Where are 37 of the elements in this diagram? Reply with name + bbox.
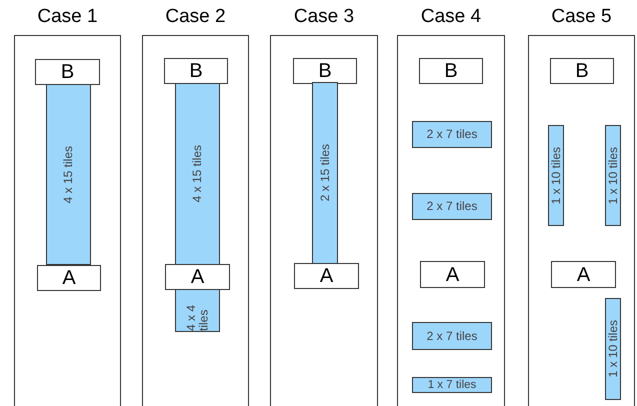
tile-label: 4 x 15 tiles — [62, 146, 75, 204]
tile-block — [175, 289, 220, 332]
endpoint-box: A — [420, 261, 485, 288]
tile-label: 4 x 4 tiles — [184, 303, 210, 330]
tile-label: 2 x 7 tiles — [426, 128, 478, 141]
panel-heading: Case 4 — [420, 6, 482, 28]
tile-block — [605, 125, 621, 226]
endpoint-box: B — [164, 58, 228, 84]
endpoint-box: B — [293, 58, 357, 84]
tile-label: 2 x 7 tiles — [426, 200, 478, 213]
panel-heading: Case 5 — [550, 6, 613, 28]
panel-heading: Case 3 — [292, 6, 356, 28]
endpoint-box: B — [550, 58, 614, 84]
tile-label: 4 x 15 tiles — [191, 145, 204, 203]
panel-heading: Case 1 — [36, 6, 99, 28]
tile-block — [175, 83, 220, 265]
endpoint-box: A — [165, 264, 230, 290]
tile-block — [412, 193, 492, 220]
tile-label: 1 x 10 tiles — [606, 146, 620, 204]
tile-block — [548, 125, 564, 226]
tile-block — [412, 121, 492, 148]
tile-block — [412, 322, 492, 350]
panel-heading: Case 2 — [164, 6, 227, 28]
endpoint-box: A — [551, 261, 616, 288]
tile-block — [46, 84, 91, 265]
tile-label: 2 x 7 tiles — [426, 330, 478, 342]
tile-label: 1 x 10 tiles — [550, 146, 562, 204]
endpoint-box: B — [35, 59, 100, 85]
tile-block — [605, 298, 621, 400]
endpoint-box: A — [37, 265, 101, 291]
endpoint-box: B — [419, 58, 483, 84]
endpoint-box: A — [294, 263, 359, 289]
tile-label: 1 x 7 tiles — [428, 378, 476, 392]
tile-label: 2 x 15 tiles — [318, 144, 332, 202]
tile-block — [312, 82, 338, 264]
tile-label: 1 x 10 tiles — [606, 320, 620, 378]
tile-block — [412, 377, 492, 393]
